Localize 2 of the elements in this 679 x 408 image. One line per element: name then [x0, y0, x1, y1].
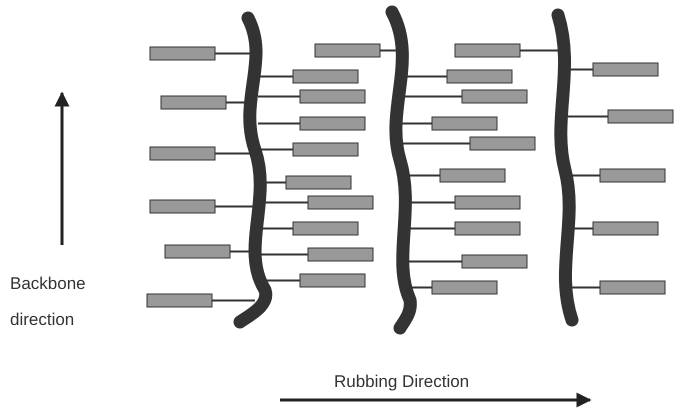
- axis-label: Rubbing Direction: [334, 371, 470, 393]
- axis-label: Backbone direction: [10, 273, 87, 331]
